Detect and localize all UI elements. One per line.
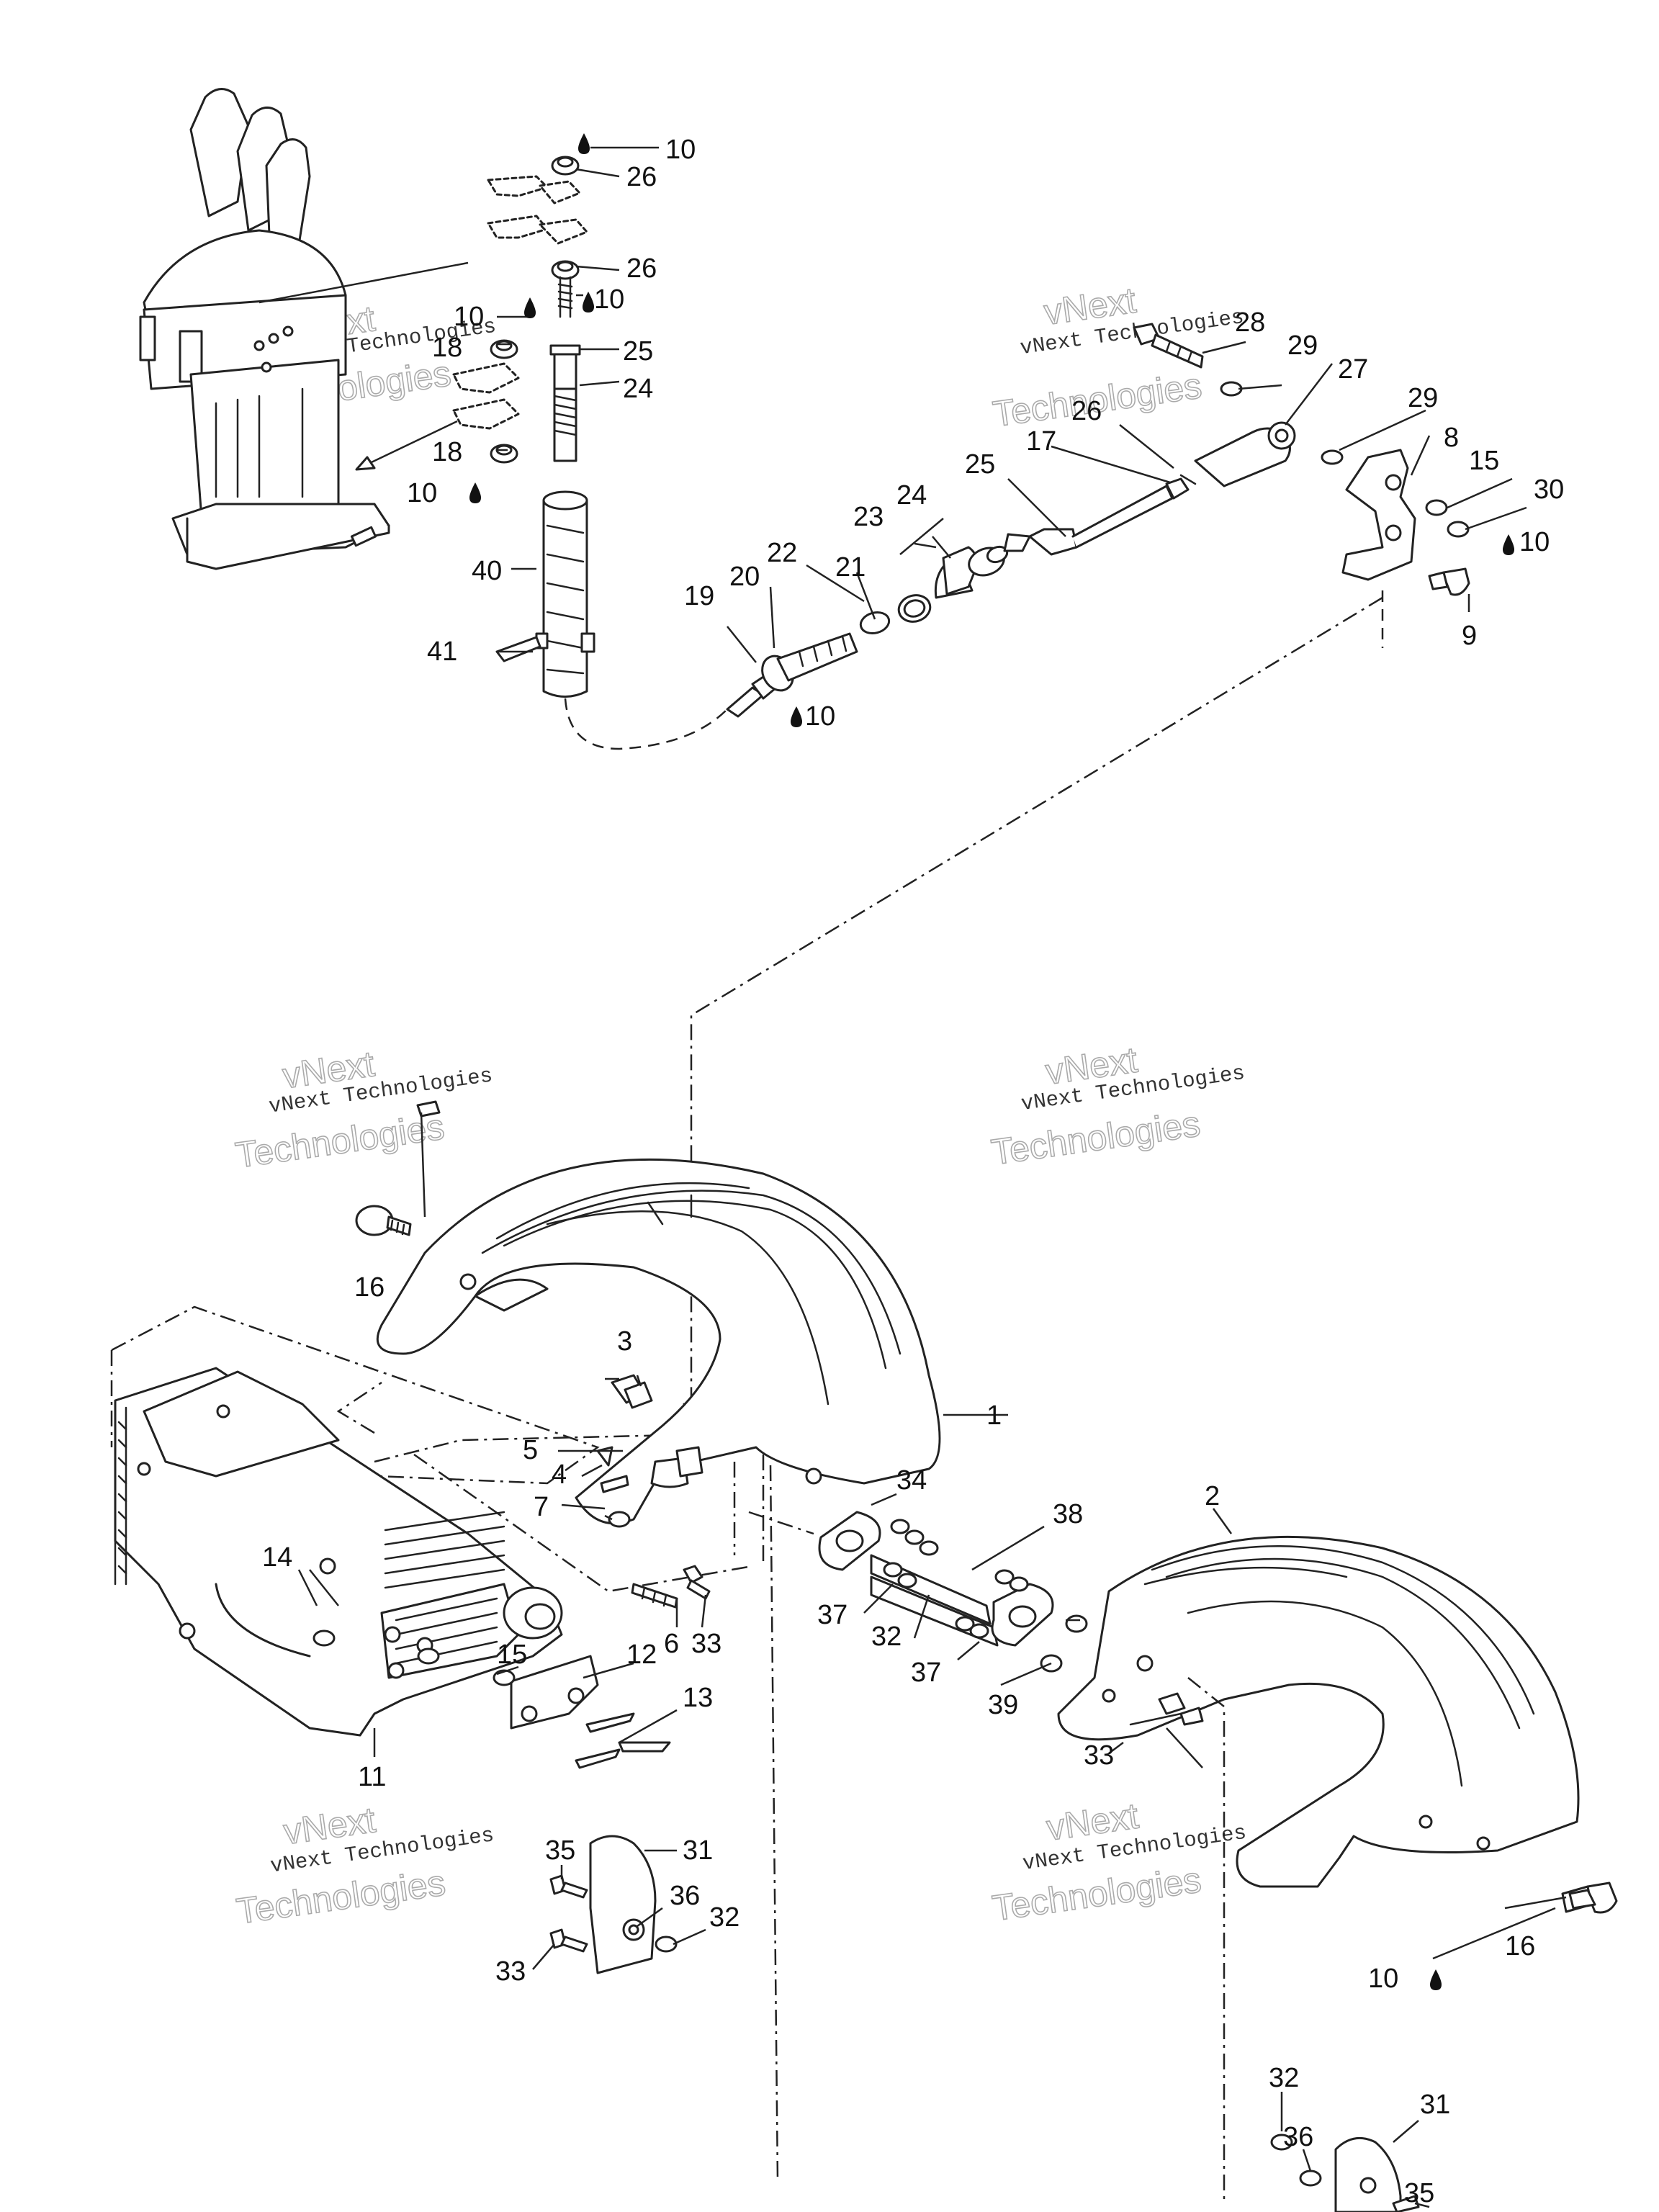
callout-11: 11	[358, 1762, 386, 1792]
callout-31-lower: 31	[1420, 2090, 1450, 2120]
leader-lines	[297, 146, 1567, 2208]
callout-24: 24	[623, 374, 653, 404]
callout-18-lower: 18	[432, 437, 462, 467]
callout-30: 30	[1534, 475, 1564, 505]
oil-drop-icon-6	[1503, 534, 1514, 555]
boom-left	[376, 1158, 941, 1525]
callout-labels: 1 2 3 4 5 6 7 8 9 10 10 10 10 10 10 10 1…	[262, 135, 1564, 2208]
svg-text:Technologies: Technologies	[233, 1107, 447, 1176]
control-lever-assembly	[139, 88, 469, 570]
callout-28: 28	[1235, 307, 1265, 338]
watermark-5: vNext vNext Technologies Technologies	[233, 1799, 495, 1932]
callout-10-bottom: 10	[1368, 1964, 1398, 1994]
callout-33: 33	[691, 1629, 721, 1659]
callout-3: 3	[617, 1326, 632, 1357]
callout-36-lower: 36	[1283, 2122, 1313, 2152]
watermark-4: vNext vNext Technologies Technologies	[989, 1039, 1246, 1173]
callout-17: 17	[1026, 426, 1056, 457]
oil-drop-icon-3	[583, 292, 594, 313]
oil-drop-icon-1	[578, 133, 590, 154]
callout-33-right: 33	[1084, 1740, 1114, 1771]
callout-16: 16	[354, 1272, 385, 1303]
callout-19: 19	[684, 581, 714, 611]
callout-15-lower: 15	[497, 1640, 527, 1670]
callout-29: 29	[1287, 331, 1318, 361]
callout-10-top: 10	[665, 135, 696, 165]
callout-25-right: 25	[965, 449, 995, 480]
callout-7: 7	[534, 1492, 549, 1522]
callout-23: 23	[853, 502, 884, 532]
callout-12: 12	[626, 1640, 657, 1670]
boom-right	[1057, 1535, 1618, 2203]
callout-10-upper: 10	[594, 284, 624, 315]
callout-10-cable: 10	[805, 701, 835, 732]
callout-37: 37	[817, 1600, 848, 1630]
callout-27: 27	[1338, 354, 1368, 385]
callout-8: 8	[1444, 423, 1459, 453]
callout-37-lower: 37	[911, 1658, 941, 1688]
callout-31: 31	[683, 1835, 713, 1866]
callout-29-right: 29	[1408, 383, 1438, 413]
callout-32-plate: 32	[709, 1902, 739, 1933]
callout-9: 9	[1462, 621, 1477, 651]
callout-13: 13	[683, 1683, 713, 1713]
oil-drop-icon-2	[524, 297, 536, 318]
callout-40: 40	[472, 556, 502, 586]
callout-24-right: 24	[896, 480, 927, 511]
callout-14: 14	[262, 1542, 292, 1573]
callout-5: 5	[523, 1435, 538, 1465]
callout-33-plate: 33	[495, 1956, 526, 1987]
bolt-16-top	[355, 1100, 441, 1236]
callout-26: 26	[626, 162, 657, 192]
callout-10-left: 10	[454, 302, 484, 332]
callout-21: 21	[835, 552, 866, 583]
callout-26-right: 26	[1071, 396, 1102, 426]
cover-plate-left	[549, 1835, 678, 1974]
callout-16-lower: 16	[1505, 1931, 1535, 1961]
callout-25: 25	[623, 336, 653, 367]
callout-20: 20	[729, 562, 760, 592]
linkage-assembly	[748, 1511, 1088, 1673]
callout-10-bracket: 10	[1519, 527, 1550, 557]
callout-32: 32	[871, 1622, 902, 1652]
cable-end-assembly	[683, 323, 1470, 1424]
callout-35-lower: 35	[1404, 2178, 1434, 2208]
watermark-3: vNext vNext Technologies Technologies	[233, 1043, 494, 1176]
cable-hardware-stack	[452, 156, 728, 750]
oil-drop-icon-5	[791, 706, 802, 727]
svg-text:Technologies: Technologies	[990, 1859, 1204, 1928]
callout-38: 38	[1053, 1499, 1083, 1529]
callout-2: 2	[1205, 1481, 1220, 1511]
oil-drop-icon-7	[1430, 1969, 1442, 1990]
cover-plate-right	[1270, 2134, 1420, 2212]
housing-assembly	[110, 1305, 779, 2182]
bolt-16-bottom	[1568, 1889, 1596, 1910]
callout-35: 35	[545, 1835, 575, 1866]
callout-39: 39	[988, 1690, 1018, 1720]
watermark-6: vNext vNext Technologies Technologies	[989, 1795, 1248, 1929]
svg-text:Technologies: Technologies	[989, 1103, 1202, 1172]
callout-32-lower: 32	[1269, 2063, 1299, 2093]
callout-6: 6	[664, 1629, 679, 1659]
oil-drop-icon-4	[469, 482, 481, 503]
callout-10-lower: 10	[407, 478, 437, 508]
callout-41: 41	[427, 637, 457, 667]
callout-15: 15	[1469, 446, 1499, 476]
callout-36: 36	[670, 1881, 700, 1911]
callout-22: 22	[767, 538, 797, 568]
callout-34: 34	[896, 1465, 927, 1496]
callout-18: 18	[432, 333, 462, 363]
callout-26-mid: 26	[626, 253, 657, 284]
callout-4: 4	[552, 1460, 567, 1490]
svg-text:Technologies: Technologies	[234, 1862, 448, 1931]
callout-1: 1	[986, 1401, 1002, 1431]
